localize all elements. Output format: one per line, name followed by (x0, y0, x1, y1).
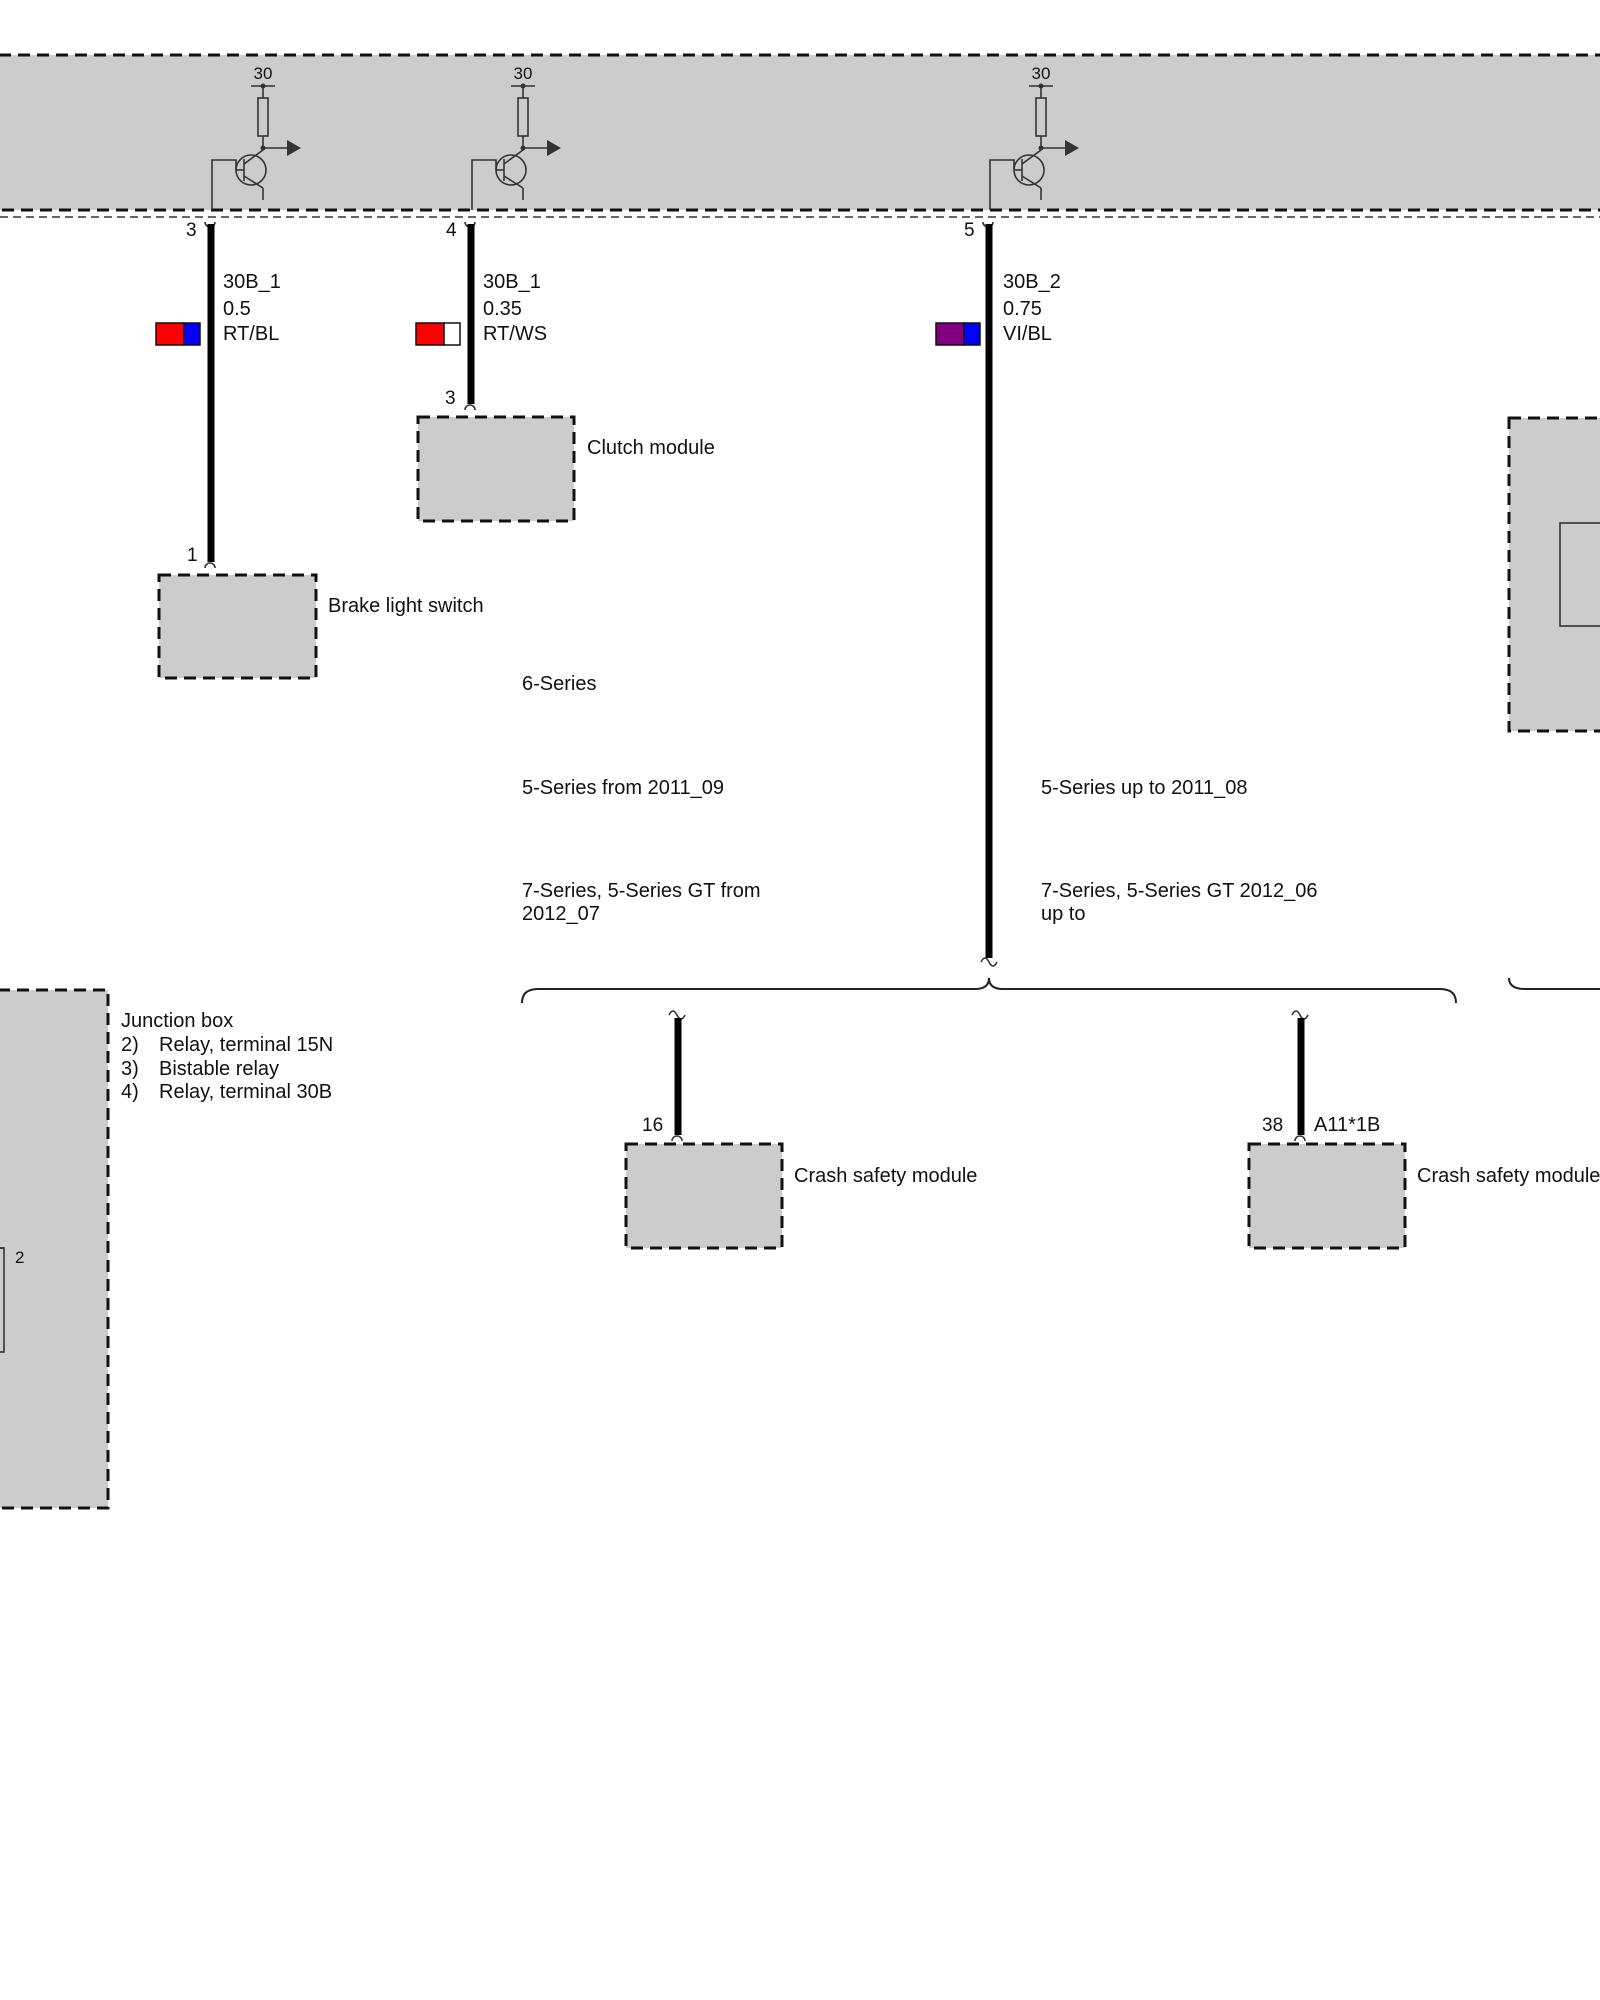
wire-color-swatch (415, 322, 461, 346)
wire-size: 0.35 (483, 298, 522, 320)
pin-number: 3 (186, 220, 197, 241)
junction-item-text: Bistable relay (159, 1058, 279, 1080)
tilde-break-icon (668, 1010, 686, 1020)
top-control-unit (0, 53, 1600, 218)
junction-item-text: Relay, terminal 30B (159, 1081, 332, 1103)
output-stage-2: 30 (471, 64, 561, 210)
variant-label: up to (1041, 903, 1085, 925)
variant-label: 5-Series up to 2011_08 (1041, 777, 1247, 799)
variant-label: 7-Series, 5-Series GT 2012_06 (1041, 880, 1317, 902)
junction-box-title: Junction box (121, 1010, 233, 1032)
clutch-module-box (416, 415, 576, 523)
pin-number: 16 (642, 1115, 663, 1136)
wire-color-code: VI/BL (1003, 323, 1052, 345)
connector-icon (1294, 1135, 1306, 1142)
variant-labels-right: 5-Series up to 2011_08 7-Series, 5-Serie… (1041, 777, 1317, 925)
junction-item-num: 2) (121, 1034, 139, 1056)
variant-labels-left: 6-Series 5-Series from 2011_09 7-Series,… (522, 673, 761, 925)
signal-name: 30B_2 (1003, 271, 1061, 293)
wire-size: 0.75 (1003, 298, 1042, 320)
junction-box-box (0, 988, 110, 1510)
wire-color-swatch (935, 322, 981, 346)
signal-name: 30B_1 (483, 271, 541, 293)
junction-box: 2 Junction box 2) Relay, terminal 15N 3)… (0, 988, 333, 1510)
variant-brace (521, 977, 1457, 1004)
junction-inner-pin: 2 (15, 1248, 24, 1267)
output-stage-3: 30 (989, 64, 1079, 210)
clutch-module: Clutch module (416, 415, 715, 523)
crash-module-right-label: Crash safety module (1417, 1165, 1600, 1187)
connector-icon (464, 404, 476, 411)
wire-size: 0.5 (223, 298, 251, 320)
wire-3: 5 30B_2 0.75 VI/BL (935, 220, 1061, 967)
pin-number: 4 (446, 220, 457, 241)
arrow-right-icon (1065, 140, 1079, 156)
variant-label: 2012_07 (522, 903, 600, 925)
arrow-right-icon (547, 140, 561, 156)
junction-item-num: 3) (121, 1058, 139, 1080)
partial-module-right (1507, 416, 1600, 733)
supply-label-1: 30 (254, 64, 273, 83)
wire-color-code: RT/WS (483, 323, 547, 345)
pin-number: 5 (964, 220, 975, 241)
brake-light-switch: Brake light switch (157, 573, 484, 680)
junction-item-num: 4) (121, 1081, 139, 1103)
clutch-module-label: Clutch module (587, 437, 715, 459)
junction-box-notch (0, 1143, 4, 1183)
variant-label: 5-Series from 2011_09 (522, 777, 724, 799)
end-pin-number: 1 (187, 545, 198, 566)
brake-light-switch-label: Brake light switch (328, 595, 484, 617)
crash-module-right-box (1247, 1142, 1407, 1250)
supply-label-2: 30 (514, 64, 533, 83)
variant-label: 6-Series (522, 673, 596, 695)
wire-1: 3 30B_1 0.5 RT/BL 1 (155, 220, 281, 569)
output-stage-1: 30 (211, 64, 301, 210)
connector-icon (204, 562, 216, 569)
crash-module-left: 16 Crash safety module (624, 1010, 977, 1250)
variant-brace-right (1508, 977, 1600, 990)
wire-color-swatch (155, 322, 201, 346)
wire-2: 4 30B_1 0.35 RT/WS 3 (415, 220, 547, 411)
junction-item-text: Relay, terminal 15N (159, 1034, 333, 1056)
tilde-break-icon (1291, 1010, 1309, 1020)
supply-label-3: 30 (1032, 64, 1051, 83)
crash-module-left-box (624, 1142, 784, 1250)
end-pin-number: 3 (445, 388, 456, 409)
wire-color-code: RT/BL (223, 323, 279, 345)
tilde-break-icon (980, 957, 998, 967)
crash-module-right: 38 A11*1B Crash safety module (1247, 1010, 1600, 1250)
crash-module-left-label: Crash safety module (794, 1165, 977, 1187)
partial-module-right-box (1507, 416, 1600, 733)
pin-number: 38 (1262, 1115, 1283, 1136)
connector-code: A11*1B (1314, 1114, 1380, 1136)
arrow-right-icon (287, 140, 301, 156)
variant-label: 7-Series, 5-Series GT from (522, 880, 761, 902)
top-unit-box (0, 53, 1600, 212)
signal-name: 30B_1 (223, 271, 281, 293)
connector-icon (671, 1135, 683, 1142)
brake-light-switch-box (157, 573, 318, 680)
